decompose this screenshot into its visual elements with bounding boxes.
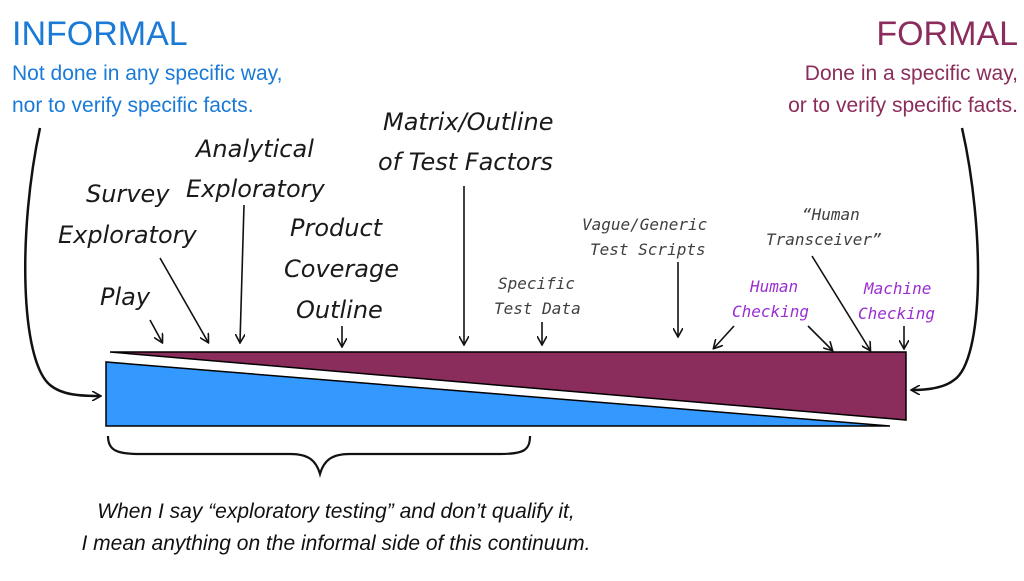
label-analytical-line2: Exploratory (186, 175, 325, 203)
informal-curve-arrow (24, 127, 100, 396)
label-human-transceiver-line2: Transceiver” (766, 230, 882, 249)
caption-line2: I mean anything on the informal side of … (82, 532, 591, 555)
label-vague-line2: Test Scripts (590, 240, 706, 259)
arrow-human-checking-left (714, 325, 735, 348)
label-specific-line1: Specific (498, 274, 575, 293)
formal-description-line2: or to verify specific facts. (788, 94, 1018, 117)
informal-description-line1: Not done in any specific way, (12, 62, 282, 85)
label-play: Play (100, 283, 151, 311)
label-human-transceiver-line1: “Human (802, 205, 860, 224)
arrow-survey (159, 257, 208, 342)
label-product-line3: Outline (296, 296, 383, 324)
label-human-checking-line1: Human (749, 277, 798, 296)
label-machine-checking-line1: Machine (863, 279, 931, 298)
arrow-human-checking-right (807, 325, 832, 350)
label-product-line2: Coverage (284, 255, 399, 283)
label-matrix-line1: Matrix/Outline (383, 108, 553, 136)
formal-title: FORMAL (876, 15, 1018, 53)
formal-description-line1: Done in a specific way, (805, 62, 1018, 85)
formal-wedge (109, 351, 907, 421)
label-specific-line2: Test Data (494, 299, 581, 318)
formal-curve-arrow (912, 127, 980, 390)
label-vague-line1: Vague/Generic (582, 215, 707, 234)
label-analytical-line1: Analytical (194, 135, 314, 163)
informal-description-line2: nor to verify specific facts. (12, 94, 254, 117)
label-product-line1: Product (290, 214, 384, 242)
label-human-checking-line2: Checking (732, 302, 809, 321)
label-survey-line2: Exploratory (58, 221, 197, 249)
arrow-human-transceiver (811, 255, 870, 350)
informal-wedge (105, 361, 891, 427)
arrow-play (149, 319, 162, 342)
label-survey-line1: Survey (86, 180, 170, 208)
informal-brace (106, 435, 532, 478)
informal-title: INFORMAL (12, 15, 188, 53)
arrow-analytical (240, 204, 244, 342)
label-matrix-line2: of Test Factors (378, 148, 553, 176)
caption-line1: When I say “exploratory testing” and don… (97, 500, 574, 523)
label-machine-checking-line2: Checking (858, 304, 935, 323)
